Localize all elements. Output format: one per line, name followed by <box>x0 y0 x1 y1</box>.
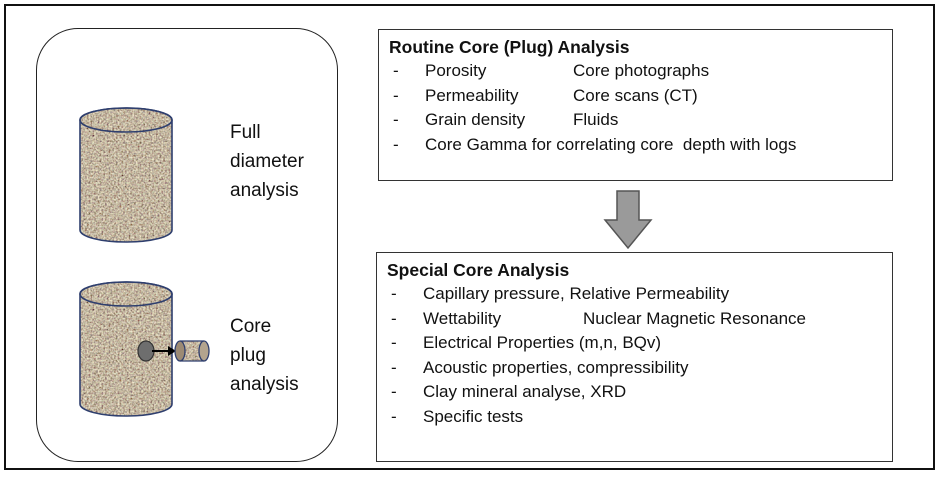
bullet-dash: - <box>393 110 399 129</box>
bullet-dash: - <box>391 333 397 352</box>
list-item: - Capillary pressure, Relative Permeabil… <box>387 282 892 307</box>
list-item: - Acoustic properties, compressibility <box>387 356 892 381</box>
bullet-dash: - <box>391 406 397 426</box>
item-primary: Wettability <box>423 308 502 328</box>
core-types-panel <box>36 28 338 462</box>
bullet-dash: - <box>391 382 397 401</box>
label-line: Full <box>230 122 261 143</box>
special-analysis-title: Special Core Analysis <box>387 260 570 280</box>
bullet-dash: - <box>391 284 397 303</box>
list-item: - Specific tests <box>387 405 892 430</box>
diagram-frame <box>4 4 935 470</box>
full-diameter-cylinder-icon <box>79 107 173 243</box>
plug-extraction-icon <box>152 340 210 362</box>
full-diameter-label: Full diameter analysis <box>230 118 304 205</box>
core-plug-icon <box>174 340 210 362</box>
label-line: Core <box>230 316 272 337</box>
bullet-dash: - <box>391 357 397 377</box>
item-primary: Grain density <box>425 110 526 129</box>
list-item: - Grain density Fluids <box>389 108 892 133</box>
list-item: - Wettability Nuclear Magnetic Resonance <box>387 307 892 332</box>
item-primary: Electrical Properties (m,n, BQv) <box>423 333 662 352</box>
item-primary: Acoustic properties, compressibility <box>423 357 689 377</box>
item-primary: Permeability <box>425 85 519 105</box>
item-primary: Capillary pressure, Relative Permeabilit… <box>423 284 730 303</box>
core-plug-cylinder-icon <box>79 281 173 417</box>
bullet-dash: - <box>393 61 399 80</box>
item-primary: Core Gamma for correlating core depth wi… <box>425 134 797 154</box>
label-line: analysis <box>230 374 299 395</box>
bullet-dash: - <box>391 308 397 328</box>
list-item: - Permeability Core scans (CT) <box>389 84 892 109</box>
item-primary: Clay mineral analyse, XRD <box>423 382 627 401</box>
bullet-dash: - <box>393 134 399 154</box>
routine-analysis-title: Routine Core (Plug) Analysis <box>389 37 630 57</box>
label-line: diameter <box>230 151 304 172</box>
list-item: - Porosity Core photographs <box>389 59 892 84</box>
list-item: - Core Gamma for correlating core depth … <box>389 133 892 158</box>
list-item: - Clay mineral analyse, XRD <box>387 380 892 405</box>
special-analysis-box: Special Core Analysis - Capillary pressu… <box>376 252 893 462</box>
label-line: plug <box>230 345 266 366</box>
item-secondary: Core scans (CT) <box>573 85 698 105</box>
item-secondary: Fluids <box>573 110 619 129</box>
item-primary: Porosity <box>425 61 487 80</box>
routine-analysis-box: Routine Core (Plug) Analysis - Porosity … <box>378 29 893 181</box>
bullet-dash: - <box>393 85 399 105</box>
item-primary: Specific tests <box>423 406 524 426</box>
core-plug-label: Core plug analysis <box>230 312 299 399</box>
list-item: - Electrical Properties (m,n, BQv) <box>387 331 892 356</box>
label-line: analysis <box>230 180 299 201</box>
item-secondary: Nuclear Magnetic Resonance <box>583 308 807 328</box>
item-secondary: Core photographs <box>573 61 710 80</box>
down-arrow-icon <box>603 190 653 250</box>
